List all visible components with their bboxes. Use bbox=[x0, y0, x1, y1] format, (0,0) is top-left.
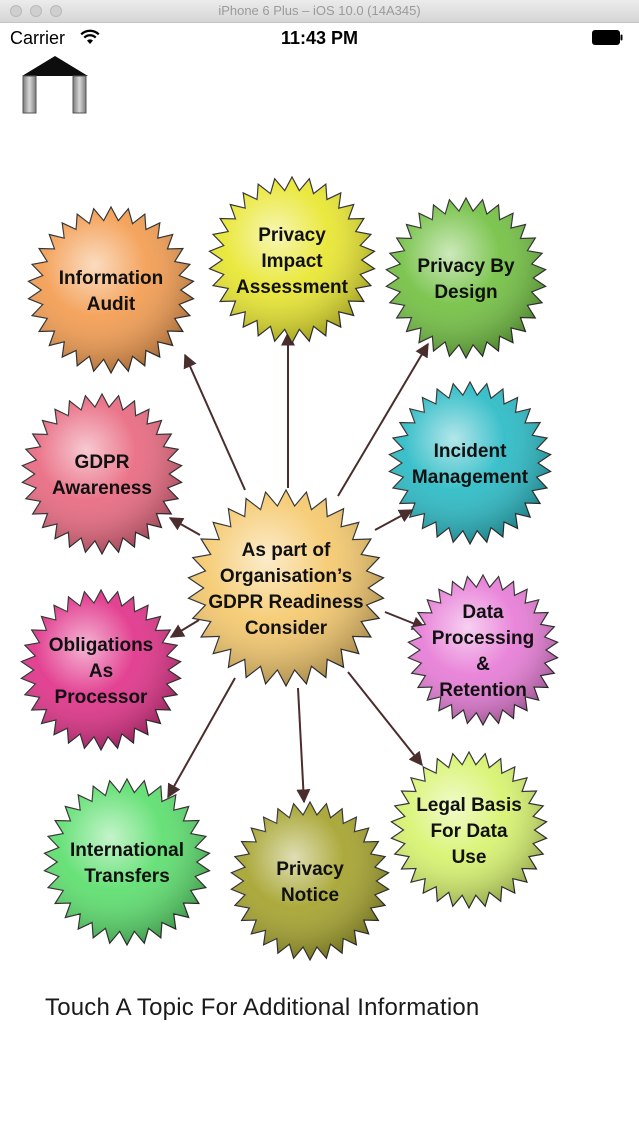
starburst-gloss bbox=[22, 394, 182, 554]
arrow-to-incident-management bbox=[374, 509, 414, 531]
topic-label-line: Incident bbox=[434, 441, 508, 462]
topic-label-line: Processor bbox=[55, 687, 149, 708]
instruction-text: Touch A Topic For Additional Information bbox=[45, 994, 480, 1021]
starburst-gloss bbox=[44, 779, 210, 945]
arrow-to-privacy-by-design bbox=[337, 342, 429, 497]
topic-label-line: & bbox=[476, 654, 490, 675]
connector-arrows bbox=[167, 331, 429, 804]
home-button[interactable] bbox=[20, 54, 90, 116]
window-minimize-button[interactable] bbox=[30, 5, 42, 17]
topic-label-line: For Data bbox=[430, 821, 508, 842]
arrow-to-gdpr-awareness bbox=[168, 517, 201, 536]
topic-label-line: GDPR bbox=[75, 452, 130, 473]
topic-label-line: Audit bbox=[87, 294, 136, 315]
carrier-label: Carrier bbox=[10, 28, 66, 48]
topic-label-line: Assessment bbox=[236, 277, 349, 298]
topic-label-line: Privacy By bbox=[417, 256, 515, 277]
starburst-gloss bbox=[21, 590, 181, 750]
starburst-gloss bbox=[391, 752, 547, 908]
topic-label-line: Management bbox=[412, 467, 529, 488]
starburst-gloss bbox=[188, 490, 384, 686]
window-zoom-button[interactable] bbox=[50, 5, 62, 17]
topic-label-line: Transfers bbox=[84, 866, 170, 887]
starburst-gloss bbox=[389, 382, 551, 544]
topic-label-line: As bbox=[89, 661, 113, 682]
starburst-gloss bbox=[209, 177, 375, 343]
window-close-button[interactable] bbox=[10, 5, 22, 17]
topic-label-line: Consider bbox=[245, 618, 328, 639]
starburst-gloss bbox=[408, 575, 558, 725]
topic-gdpr-awareness[interactable]: GDPR Awareness bbox=[21, 392, 183, 556]
arrow-to-legal-basis-for-data-use bbox=[347, 671, 423, 767]
topic-label-line: Use bbox=[452, 847, 487, 868]
topic-bursts: InformationAuditPrivacyImpactAssessmentP… bbox=[20, 175, 559, 962]
topic-privacy-by-design[interactable]: Privacy By Design bbox=[385, 196, 547, 360]
topic-label-line: Data bbox=[462, 602, 504, 623]
topic-label-line: Privacy bbox=[258, 225, 326, 246]
starburst-gloss bbox=[28, 207, 194, 373]
arrow-to-international-transfers bbox=[167, 677, 236, 799]
status-time: 11:43 PM bbox=[280, 28, 359, 48]
home-icon bbox=[22, 56, 88, 114]
topic-label-line: Impact bbox=[261, 251, 323, 272]
topic-label-line: Legal Basis bbox=[416, 795, 522, 816]
arrow-to-information-audit bbox=[183, 353, 246, 491]
topic-label-line: Obligations bbox=[49, 635, 154, 656]
topic-label-line: International bbox=[70, 840, 184, 861]
battery-icon bbox=[592, 30, 623, 45]
wifi-icon bbox=[80, 29, 100, 44]
topic-label-line: Notice bbox=[281, 885, 339, 906]
status-bar: Carrier 11:43 PM bbox=[0, 23, 639, 53]
topic-label-line: As part of bbox=[242, 540, 331, 561]
arrow-to-privacy-notice bbox=[296, 687, 311, 804]
starburst-gloss bbox=[386, 198, 546, 358]
topic-label-line: Organisation’s bbox=[220, 566, 352, 587]
starburst-gloss bbox=[231, 802, 389, 960]
topic-label-line: GDPR Readiness bbox=[208, 592, 363, 613]
topic-label-line: Design bbox=[434, 282, 497, 303]
gdpr-topic-diagram: InformationAuditPrivacyImpactAssessmentP… bbox=[20, 175, 559, 962]
topic-label-line: Retention bbox=[439, 680, 527, 701]
topic-label-line: Awareness bbox=[52, 478, 152, 499]
window-title: iPhone 6 Plus – iOS 10.0 (14A345) bbox=[218, 3, 421, 18]
topic-label-line: Privacy bbox=[276, 859, 344, 880]
arrow-to-obligations-as-processor bbox=[169, 619, 200, 638]
window-titlebar: iPhone 6 Plus – iOS 10.0 (14A345) bbox=[0, 0, 639, 23]
topic-label-line: Processing bbox=[432, 628, 534, 649]
topic-label-line: Information bbox=[59, 268, 164, 289]
